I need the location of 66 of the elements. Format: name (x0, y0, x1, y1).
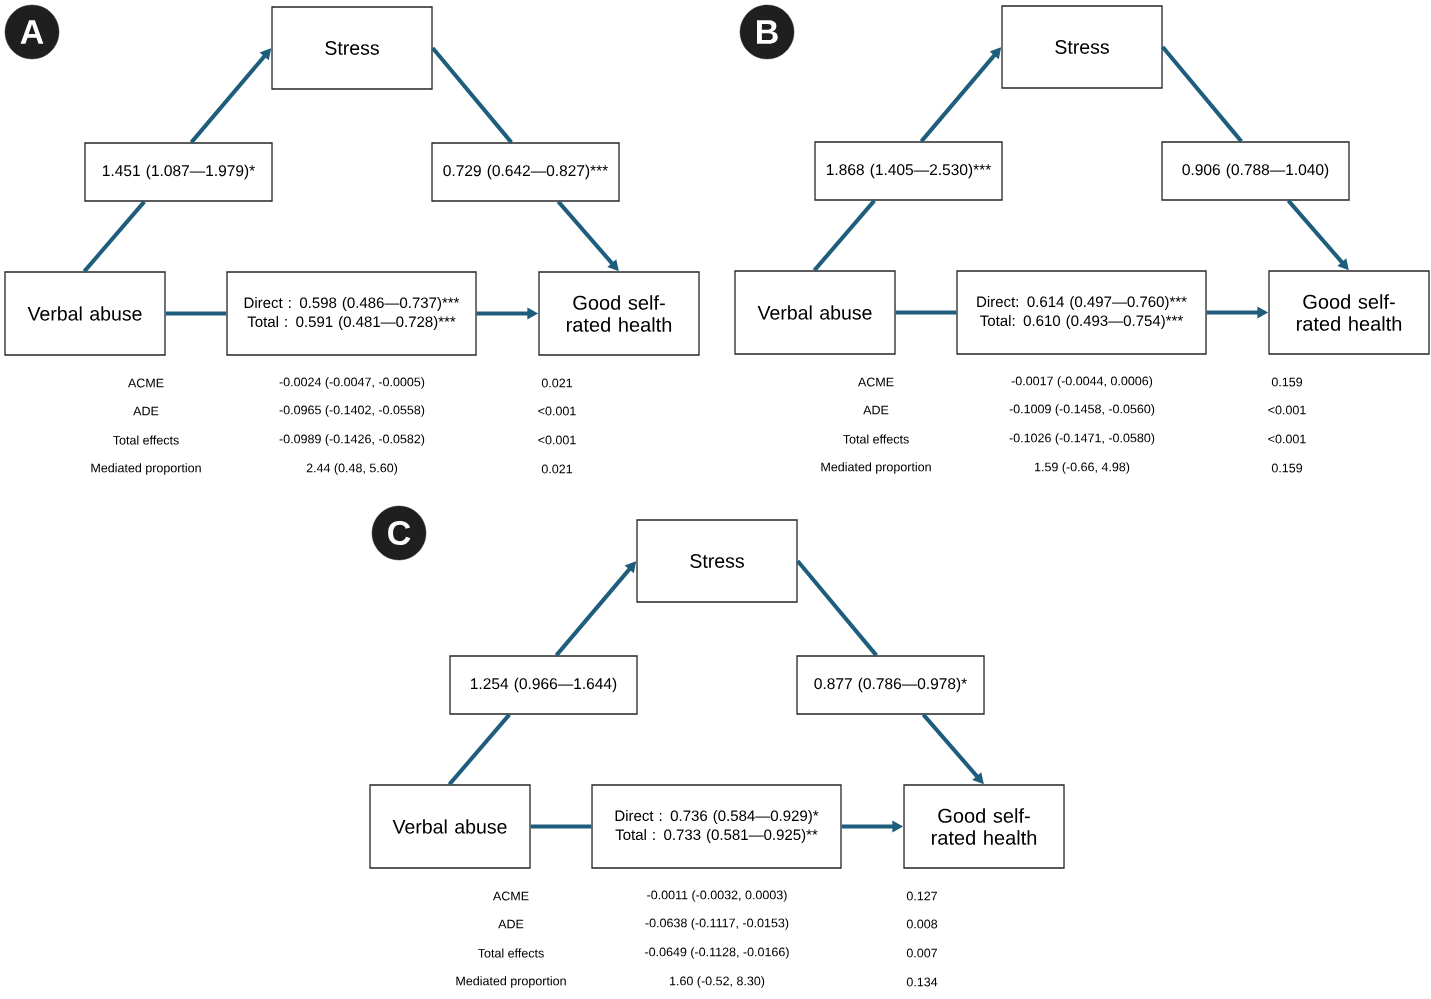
estimate-text: -0.0649 (-0.1128, -0.0166) (645, 947, 789, 959)
p-value: 0.159 (1271, 377, 1303, 387)
effect-box: Direct : 0.736 (0.584—0.929)* Total : 0.733 (0.581—0.925)** (591, 784, 842, 869)
coefficient-box: 0.877 (0.786—0.978)* (796, 655, 985, 715)
row-label: ACME (858, 377, 894, 387)
connector-line (895, 310, 957, 315)
connector-line (165, 311, 227, 316)
estimate-text: -0.0965 (-0.1402, -0.0558) (279, 405, 425, 417)
variable-box: Good self-rated health (538, 271, 700, 356)
estimate-text: -0.1009 (-0.1458, -0.0560) (1009, 404, 1155, 416)
connector-line (82, 200, 146, 273)
row-label: ACME (128, 378, 164, 388)
row-label: Mediated proportion (456, 976, 566, 988)
panel-badge: B (739, 4, 795, 60)
estimate-text: -0.0638 (-0.1117, -0.0153) (645, 918, 789, 930)
coefficient-box: 0.729 (0.642—0.827)*** (431, 142, 620, 202)
panel-badge: C (371, 505, 427, 561)
p-value: 0.007 (906, 948, 937, 958)
row-label: ACME (493, 891, 529, 901)
variable-box: Verbal abuse (734, 270, 896, 355)
estimate-text: 2.44 (0.48, 5.60) (306, 463, 398, 475)
row-label: Mediated proportion (91, 463, 201, 475)
variable-box: Verbal abuse (4, 271, 166, 356)
coefficient-box: 0.906 (0.788—1.040) (1161, 141, 1350, 201)
connector-line (431, 46, 513, 144)
connector-line (1161, 45, 1243, 143)
estimate-text: 1.60 (-0.52, 8.30) (670, 976, 765, 988)
p-value: 0.134 (906, 977, 938, 987)
row-label: Total effects (113, 435, 179, 445)
variable-box: Stress (636, 519, 798, 603)
p-value: <0.001 (538, 406, 576, 416)
row-label: Total effects (478, 948, 544, 958)
estimate-text: -0.0989 (-0.1426, -0.0582) (279, 434, 425, 446)
variable-box: Stress (1001, 5, 1163, 89)
panel-badge: A (4, 4, 60, 60)
connector-line (796, 559, 878, 657)
variable-box: Good self-rated health (1268, 270, 1430, 355)
estimate-text: -0.1026 (-0.1471, -0.0580) (1009, 433, 1155, 445)
effect-box: Direct : 0.598 (0.486—0.737)*** Total : 0.591 (0.481—0.728)*** (226, 271, 477, 356)
p-value: <0.001 (1268, 405, 1306, 415)
connector-line (812, 199, 876, 272)
coefficient-box: 1.451 (1.087—1.979)* (84, 142, 273, 202)
coefficient-box: 1.868 (1.405—2.530)*** (814, 141, 1003, 201)
p-value: 0.159 (1271, 463, 1303, 473)
p-value: 0.008 (906, 919, 938, 929)
p-value: 0.021 (541, 378, 573, 388)
variable-box: Stress (271, 6, 433, 90)
estimate-text: -0.0011 (-0.0032, 0.0003) (647, 890, 787, 902)
row-label: ADE (133, 406, 159, 416)
row-label: Mediated proportion (821, 462, 931, 474)
p-value: <0.001 (1268, 434, 1306, 444)
p-value: 0.021 (541, 464, 573, 474)
estimate-text: 1.59 (-0.66, 4.98) (1035, 462, 1130, 474)
coefficient-box: 1.254 (0.966—1.644) (449, 655, 638, 715)
connector-line (530, 824, 592, 829)
row-label: ADE (863, 405, 889, 415)
effect-box: Direct: 0.614 (0.497—0.760)*** Total: 0.610 (0.493—0.754)*** (956, 270, 1207, 355)
estimate-text: -0.0017 (-0.0044, 0.0006) (1011, 376, 1153, 388)
p-value: 0.127 (906, 891, 937, 901)
row-label: ADE (498, 919, 524, 929)
variable-box: Verbal abuse (369, 784, 531, 869)
row-label: Total effects (843, 434, 909, 444)
variable-box: Good self-rated health (903, 784, 1065, 869)
p-value: <0.001 (538, 435, 576, 445)
connector-line (447, 713, 511, 786)
estimate-text: -0.0024 (-0.0047, -0.0005) (279, 377, 425, 389)
